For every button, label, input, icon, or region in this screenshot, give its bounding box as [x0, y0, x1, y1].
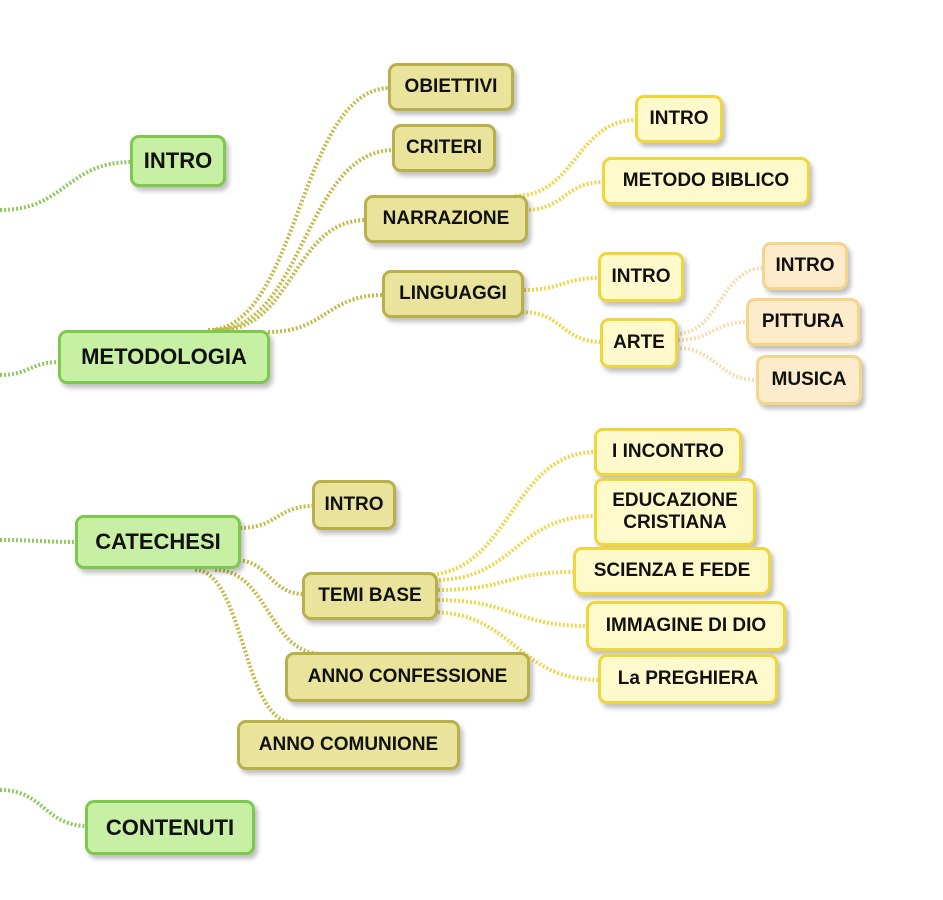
connector-line: [675, 266, 765, 336]
connector-line: [219, 218, 367, 332]
node-educazione-cristiana[interactable]: EDUCAZIONE CRISTIANA: [594, 478, 756, 546]
connector-line: [214, 568, 323, 656]
connector-line: [0, 788, 89, 828]
connector-line: [521, 310, 603, 344]
connector-line: [524, 180, 605, 212]
connector-line: [213, 148, 395, 332]
connector-line: [437, 598, 589, 628]
node-intro[interactable]: INTRO: [130, 135, 226, 187]
node-narrazione[interactable]: NARRAZIONE: [364, 195, 528, 243]
node-musica[interactable]: MUSICA: [756, 355, 862, 405]
node-arte-intro[interactable]: INTRO: [762, 242, 848, 290]
node-anno-confessione[interactable]: ANNO CONFESSIONE: [285, 652, 530, 702]
connector-line: [675, 346, 759, 382]
node-narrazione-intro[interactable]: INTRO: [635, 95, 723, 143]
node-arte[interactable]: ARTE: [600, 318, 678, 368]
node-la-preghiera[interactable]: La PREGHIERA: [598, 654, 778, 704]
node-temi-base[interactable]: TEMI BASE: [302, 572, 438, 620]
connector-line: [437, 570, 576, 592]
connector-line: [523, 276, 601, 292]
connector-line: [267, 293, 385, 334]
connector-line: [514, 118, 638, 198]
connector-line: [234, 558, 305, 596]
node-immagine-di-dio[interactable]: IMMAGINE DI DIO: [586, 601, 786, 651]
node-contenuti[interactable]: CONTENUTI: [85, 800, 255, 855]
connector-line: [677, 320, 749, 342]
connector-line: [239, 504, 315, 530]
connector-line: [429, 610, 601, 682]
connector-line: [0, 538, 78, 544]
node-linguaggi[interactable]: LINGUAGGI: [382, 270, 524, 318]
node-anno-comunione[interactable]: ANNO COMUNIONE: [237, 720, 460, 770]
connector-line: [0, 360, 61, 377]
connector-line: [434, 514, 597, 582]
node-criteri[interactable]: CRITERI: [392, 124, 496, 172]
node-metodologia[interactable]: METODOLOGIA: [58, 330, 270, 384]
node-obiettivi[interactable]: OBIETTIVI: [388, 63, 514, 111]
node-pittura[interactable]: PITTURA: [746, 298, 860, 346]
connector-line: [207, 86, 391, 332]
node-linguaggi-intro[interactable]: INTRO: [598, 252, 684, 302]
node-metodo-biblico[interactable]: METODO BIBLICO: [602, 157, 810, 205]
connector-line: [194, 568, 293, 724]
connector-line: [424, 450, 597, 577]
node-catechesi[interactable]: CATECHESI: [75, 515, 241, 569]
connector-line: [0, 160, 133, 212]
node-i-incontro[interactable]: I INCONTRO: [594, 428, 742, 476]
node-catechesi-intro[interactable]: INTRO: [312, 480, 396, 530]
node-scienza-e-fede[interactable]: SCIENZA E FEDE: [573, 547, 771, 595]
